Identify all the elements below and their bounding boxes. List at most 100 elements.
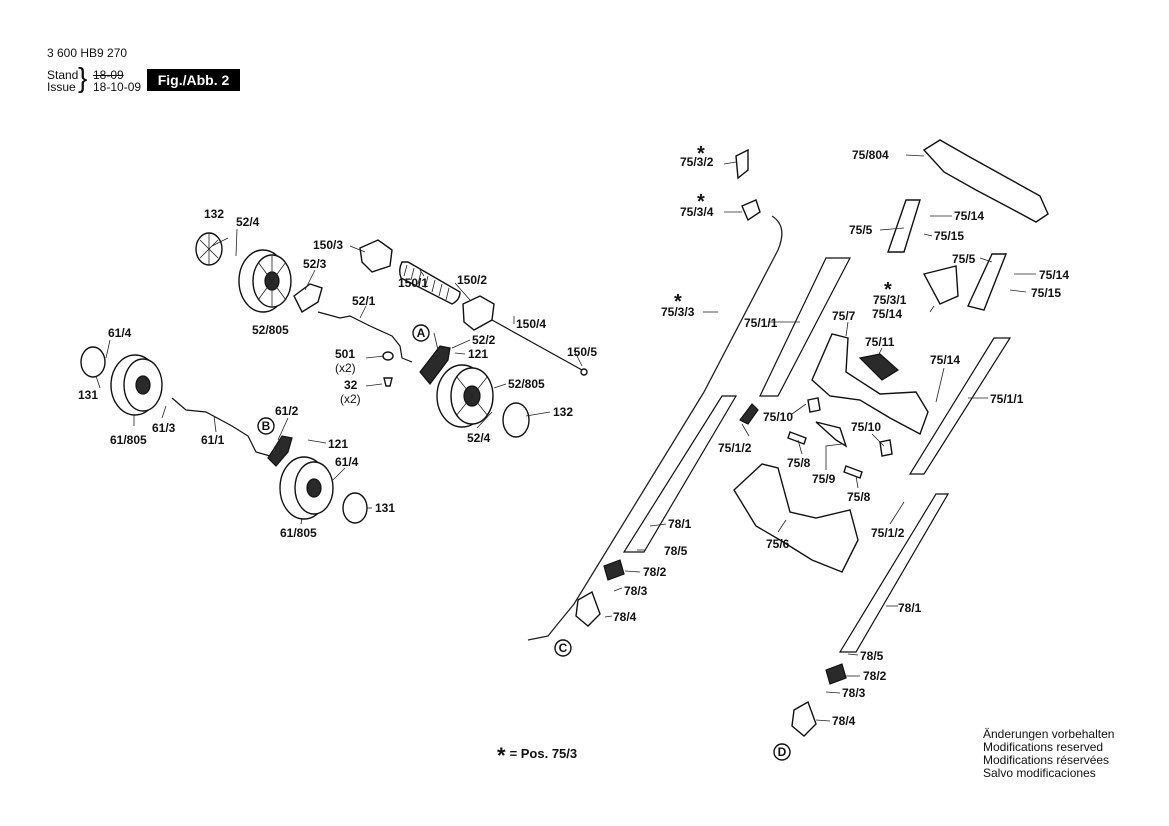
grip-78-4-left bbox=[575, 590, 601, 627]
part-label: 61/805 bbox=[110, 433, 147, 447]
washer-150-5 bbox=[580, 368, 588, 376]
part-label: 75/3/2 bbox=[680, 155, 714, 169]
asterisk-legend: *= Pos. 75/3 bbox=[497, 743, 577, 769]
tube-75-5-left bbox=[887, 199, 921, 253]
bracket-75-11 bbox=[858, 353, 899, 381]
part-label: 52/805 bbox=[508, 377, 545, 391]
part-label: 78/4 bbox=[613, 610, 637, 624]
wheel-61-805-front-right bbox=[279, 456, 334, 520]
asterisk-75-3-4: * bbox=[697, 191, 705, 213]
part-label: 501 bbox=[335, 347, 355, 361]
part-number: 3 600 HB9 270 bbox=[47, 46, 128, 60]
part-label: 132 bbox=[553, 405, 573, 419]
switch-75-3-4 bbox=[741, 199, 761, 222]
hubcap-131-front bbox=[80, 346, 106, 378]
pin-75-8-b bbox=[843, 465, 863, 479]
part-label: 75/1/1 bbox=[744, 316, 778, 330]
part-label: 75/11 bbox=[865, 335, 895, 349]
part-label: 52/4 bbox=[467, 431, 491, 445]
cup-75-3-1 bbox=[922, 265, 959, 305]
modifications-es: Salvo modificaciones bbox=[983, 766, 1096, 780]
part-label: 131 bbox=[375, 501, 395, 515]
hubcap-132-rear bbox=[195, 232, 223, 266]
part-label: 52/2 bbox=[472, 333, 496, 347]
part-label: 78/2 bbox=[863, 669, 887, 683]
part-label: 75/1/2 bbox=[718, 441, 752, 455]
part-label: 78/4 bbox=[832, 714, 856, 728]
part-label: 78/3 bbox=[842, 686, 866, 700]
parts-layer bbox=[80, 139, 1049, 737]
wheel-61-805-front-left bbox=[110, 354, 163, 416]
switch-75-3-2 bbox=[735, 148, 749, 180]
lever-61-2 bbox=[267, 435, 293, 467]
part-label: 150/1 bbox=[398, 276, 428, 290]
cover-52-3 bbox=[293, 283, 323, 314]
knob-78-2-right bbox=[825, 663, 847, 685]
washer-501 bbox=[382, 351, 394, 361]
part-label: 75/14 bbox=[872, 307, 902, 321]
part-label: 75/8 bbox=[787, 456, 811, 470]
hubcap-131-right bbox=[342, 492, 368, 524]
callout-d-label: D bbox=[778, 745, 787, 759]
part-label: 75/1/2 bbox=[871, 526, 905, 540]
brace-glyph: } bbox=[78, 62, 88, 93]
tube-75-1-1-left bbox=[759, 257, 851, 397]
part-label: 121 bbox=[328, 437, 348, 451]
part-label: (x2) bbox=[335, 361, 356, 375]
callout-b-label: B bbox=[262, 419, 271, 433]
tube-75-5-right bbox=[967, 253, 1008, 311]
tube-75-1-1-right bbox=[908, 337, 1012, 475]
modifications-note: Änderungen vorbehalten Modifications res… bbox=[983, 728, 1114, 780]
wheel-52-805-rear-left bbox=[238, 249, 292, 313]
stand-label: Stand bbox=[47, 68, 79, 82]
axle-52-1 bbox=[317, 311, 413, 363]
part-label: 75/15 bbox=[934, 229, 964, 243]
asterisk-glyph: * bbox=[497, 743, 506, 768]
part-label: 75/5 bbox=[849, 223, 873, 237]
asterisk-legend-text: = Pos. 75/3 bbox=[509, 746, 578, 761]
bracket-150-2 bbox=[462, 295, 495, 331]
pin-75-8-a bbox=[787, 431, 807, 445]
part-label: 61/4 bbox=[335, 455, 359, 469]
hubcap-132-right bbox=[502, 402, 530, 438]
callout-b: B bbox=[257, 417, 275, 435]
callout-c: C bbox=[554, 639, 572, 657]
knob-78-2-left bbox=[603, 559, 625, 581]
part-label: 75/14 bbox=[1039, 268, 1069, 282]
part-label: 78/1 bbox=[668, 517, 692, 531]
grip-78-4-right bbox=[791, 700, 817, 737]
part-label: 78/1 bbox=[898, 601, 922, 615]
asterisk-75-3-1: * bbox=[884, 279, 892, 301]
asterisk-75-3-3: * bbox=[674, 291, 682, 313]
callout-a-label: A bbox=[417, 326, 426, 340]
part-label: 75/14 bbox=[930, 353, 960, 367]
part-label: 61/4 bbox=[108, 326, 132, 340]
part-label: 61/2 bbox=[275, 404, 299, 418]
part-label: 150/5 bbox=[567, 345, 597, 359]
axle-61-1 bbox=[171, 397, 271, 457]
part-label: 132 bbox=[204, 207, 224, 221]
part-labels: 132 52/4 52/3 52/805 150/3 150/1 150/2 5… bbox=[78, 148, 1069, 728]
modifications-fr: Modifications réservées bbox=[983, 753, 1110, 767]
part-label: 61/805 bbox=[280, 526, 317, 540]
tube-75-1-2-left bbox=[622, 395, 738, 553]
cable-75-3-3 bbox=[527, 215, 783, 641]
spring-75-10-a bbox=[807, 397, 821, 413]
figure-label: Fig./Abb. 2 bbox=[147, 69, 240, 91]
roller-150-1 bbox=[399, 261, 461, 305]
part-label: 75/15 bbox=[1031, 286, 1061, 300]
part-label: 75/9 bbox=[812, 472, 836, 486]
part-label: 150/3 bbox=[313, 238, 343, 252]
issue-date: 18-10-09 bbox=[93, 80, 142, 94]
part-label: 78/5 bbox=[860, 649, 884, 663]
leader-lines bbox=[95, 154, 1036, 722]
issue-label: Issue bbox=[47, 80, 76, 94]
part-label: 75/10 bbox=[763, 410, 793, 424]
part-label: 150/4 bbox=[516, 317, 546, 331]
handle-75-804 bbox=[922, 139, 1049, 223]
part-label: 78/3 bbox=[624, 584, 648, 598]
part-label: (x2) bbox=[340, 392, 361, 406]
part-label: 32 bbox=[344, 378, 358, 392]
part-label: 78/2 bbox=[643, 565, 667, 579]
clamp-75-1-2-left bbox=[739, 403, 759, 425]
